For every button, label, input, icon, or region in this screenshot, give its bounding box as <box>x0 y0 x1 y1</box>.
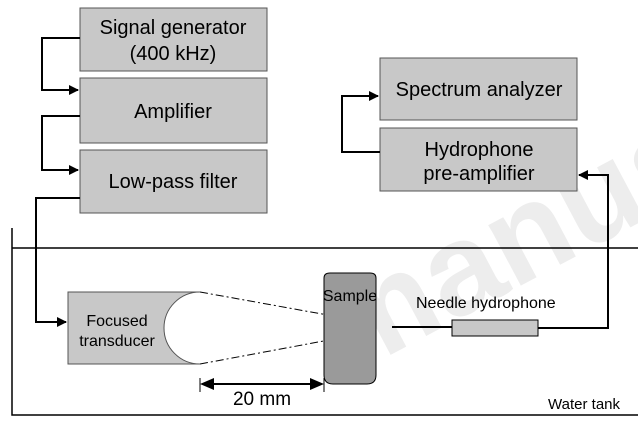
hydrophone-to-preamp-arrow <box>538 170 609 329</box>
hydrophone-preamp-label-1: Hydrophone <box>425 139 534 161</box>
hydrophone-preamp-block: Hydrophone pre-amplifier <box>379 127 578 192</box>
connection-lines <box>35 37 609 329</box>
signal-generator-block: Signal generator (400 kHz) <box>79 7 268 72</box>
amplifier-block: Amplifier <box>79 77 268 144</box>
signal-to-amplifier-arrow <box>41 37 80 95</box>
signal-generator-label: Signal generator <box>100 17 247 39</box>
low-pass-filter-block: Low-pass filter <box>79 149 268 214</box>
water-tank-label: Water tank <box>548 396 620 413</box>
signal-generator-frequency: (400 kHz) <box>130 43 217 65</box>
distance-label: 20 mm <box>233 389 291 410</box>
distance-indicator: 20 mm <box>199 378 325 410</box>
low-pass-filter-label: Low-pass filter <box>109 171 238 193</box>
hydrophone-preamp-label-2: pre-amplifier <box>423 163 534 185</box>
needle-hydrophone: Needle hydrophone <box>392 295 556 337</box>
water-tank <box>11 228 638 416</box>
preamp-to-analyzer-arrow <box>341 91 380 153</box>
sample-label: Sample <box>323 288 377 305</box>
amplifier-to-filter-arrow <box>41 115 80 175</box>
spectrum-analyzer-block: Spectrum analyzer <box>379 57 578 121</box>
amplifier-label: Amplifier <box>134 101 212 123</box>
focused-transducer-label-1: Focused <box>86 313 147 330</box>
focused-transducer: Focused transducer <box>67 291 201 365</box>
spectrum-analyzer-label: Spectrum analyzer <box>396 79 563 101</box>
sample: Sample <box>323 272 377 385</box>
filter-to-transducer-arrow <box>35 197 80 327</box>
focused-transducer-label-2: transducer <box>79 333 155 350</box>
needle-hydrophone-label: Needle hydrophone <box>416 295 556 312</box>
